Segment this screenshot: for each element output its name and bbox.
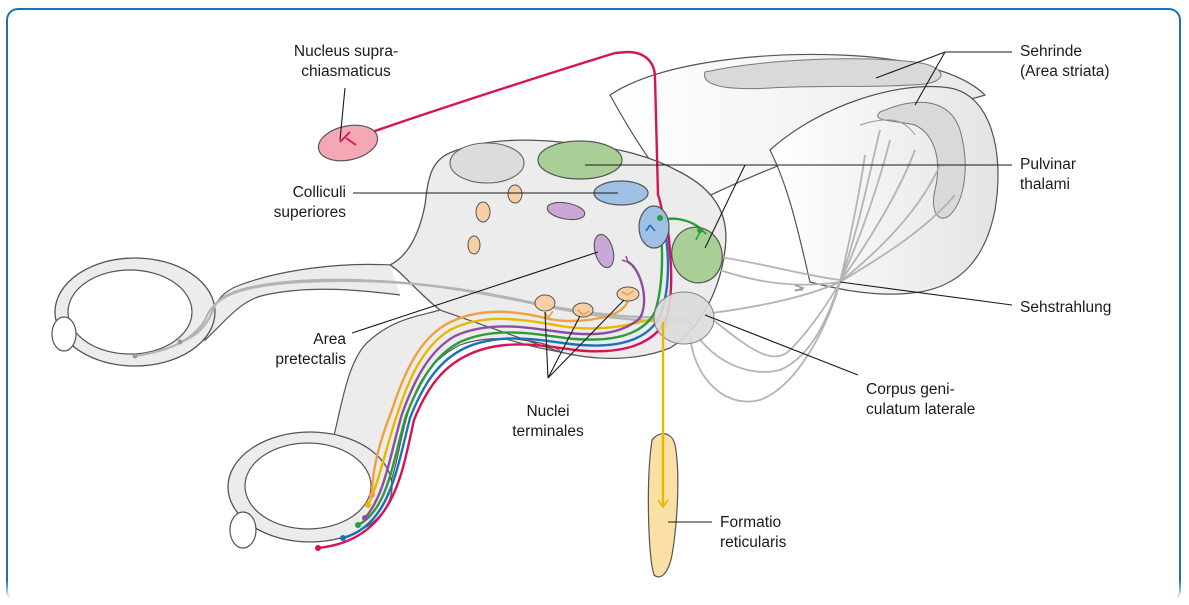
label-pulvinar-thalami: Pulvinar thalami xyxy=(1020,155,1076,195)
label-nuclei-terminales: Nuclei terminales xyxy=(498,402,598,442)
label-colliculi-superiores: Colliculi superiores xyxy=(246,183,346,223)
label-sehstrahlung: Sehstrahlung xyxy=(1020,298,1111,318)
label-sehrinde: Sehrinde (Area striata) xyxy=(1020,42,1110,82)
label-nucleus-suprachiasmaticus: Nucleus supra- chiasmaticus xyxy=(276,42,416,82)
nucleus-suprachiasmaticus-shape xyxy=(315,120,381,166)
pulvinar-top xyxy=(538,141,622,179)
label-corpus-geniculatum-laterale: Corpus geni- culatum laterale xyxy=(866,380,975,420)
label-area-pretectalis: Area pretectalis xyxy=(246,330,346,370)
colliculi-grey-top xyxy=(450,143,524,183)
colliculi-small xyxy=(639,206,669,248)
label-formatio-reticularis: Formatio reticularis xyxy=(720,513,786,553)
eye-upper xyxy=(52,258,215,366)
